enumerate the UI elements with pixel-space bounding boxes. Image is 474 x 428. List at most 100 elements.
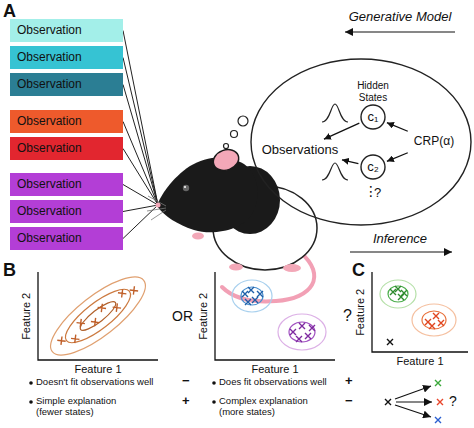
contour-ellipse — [58, 281, 137, 351]
panel-letter: C — [352, 260, 368, 281]
node-text: c₁ — [368, 110, 379, 125]
node-text: Observations — [262, 143, 339, 158]
node-text: Observation — [17, 115, 82, 129]
sensory-line — [123, 122, 158, 206]
score-sign: + — [345, 374, 359, 389]
rat-illustration — [147, 146, 317, 301]
observation-box: Observation — [10, 110, 123, 133]
state-circle-shape — [361, 155, 385, 179]
rat-whisker — [147, 208, 166, 211]
x-marker — [435, 417, 441, 423]
orange-cluster — [412, 304, 456, 336]
question-mark: ? — [449, 393, 463, 409]
sensory-line — [123, 149, 158, 206]
process-caption: Generative Model — [335, 10, 465, 25]
observation-box: Observation — [10, 137, 123, 160]
node-text: CRP(α) — [414, 135, 454, 149]
rat-ear — [210, 146, 241, 174]
bullet-text: Doesn't fit observations well — [36, 377, 180, 388]
contour-ellipse — [232, 280, 272, 312]
x-marker — [91, 318, 99, 326]
thought-bubble: Observationsc₁c₂CRP(α)Hidden States — [250, 58, 472, 226]
x-marker — [433, 313, 439, 319]
axis-label: Feature 2 — [197, 284, 210, 348]
score-sign: − — [182, 374, 196, 389]
new-observation-marker — [387, 339, 393, 345]
bubble-shape — [251, 59, 471, 225]
x-marker — [299, 323, 305, 329]
contour-ellipse — [380, 280, 416, 308]
node-text: c₂ — [367, 160, 379, 175]
state-arrow — [387, 153, 408, 162]
x-marker — [305, 333, 311, 339]
choice-arrow — [395, 405, 431, 417]
or-label: OR — [172, 308, 200, 324]
process-caption: Inference — [345, 232, 455, 247]
score-sign: + — [182, 394, 196, 409]
x-marker — [438, 320, 444, 326]
x-marker — [395, 286, 401, 292]
x-marker — [242, 291, 248, 297]
rat-whiskers — [147, 196, 166, 220]
direction-arrow — [345, 31, 455, 32]
thought-dots — [224, 116, 249, 149]
bullet-text: Simple explanation (fewer states) — [36, 396, 132, 418]
x-marker — [248, 287, 254, 293]
score-sign: − — [345, 394, 359, 409]
observation-box: Observation — [10, 227, 123, 250]
axis-label: Feature 2 — [20, 284, 33, 348]
node-text: Observation — [17, 178, 82, 192]
plot-axes — [215, 272, 335, 360]
x-marker — [98, 304, 106, 312]
x-marker — [290, 329, 296, 335]
rat-whisker — [148, 196, 166, 206]
state-arrow — [342, 160, 358, 164]
new-observation-marker — [385, 399, 391, 405]
bullet-dot — [212, 381, 216, 385]
plot-axes — [38, 272, 158, 360]
choice-arrow — [396, 401, 432, 402]
x-marker — [113, 303, 121, 311]
panel-letter: B — [3, 260, 19, 281]
node-text: Observation — [17, 232, 82, 246]
axis-label: Feature 1 — [243, 363, 307, 376]
plot-axes — [372, 272, 468, 352]
bullet-dot — [29, 400, 33, 404]
gaussian-curve — [322, 104, 348, 122]
rat-eye-glint — [184, 186, 186, 188]
question-mark: ? — [374, 186, 386, 201]
direction-arrow — [350, 251, 452, 252]
x-marker — [252, 297, 258, 303]
contour-ellipse — [412, 304, 456, 336]
prior-node: CRP(α) — [408, 132, 460, 152]
single-cluster — [40, 265, 156, 368]
x-marker — [257, 291, 263, 297]
contour-ellipse — [77, 298, 119, 335]
contour-ellipse — [422, 311, 446, 329]
contour-ellipse — [388, 286, 408, 302]
x-marker — [57, 337, 65, 345]
rat-foot — [283, 264, 301, 272]
axis-label: Feature 1 — [66, 363, 130, 376]
node-text: Observation — [17, 205, 82, 219]
ellipsis-mark: ⋮ — [364, 183, 374, 199]
sensory-line — [123, 58, 158, 206]
contour-ellipse — [241, 287, 263, 305]
x-marker — [296, 336, 302, 342]
x-marker — [245, 299, 251, 305]
state-arrow — [324, 123, 359, 139]
green-cluster — [380, 280, 416, 308]
rat-eye — [183, 185, 189, 191]
thought-dot — [231, 131, 238, 138]
rat-whisker — [151, 210, 166, 220]
hidden-state-circle: c₁ — [360, 104, 386, 130]
observations-node: Observations — [260, 140, 340, 160]
rat-head — [157, 157, 258, 232]
x-marker — [437, 399, 443, 405]
x-marker — [118, 289, 126, 297]
node-text: Observation — [17, 51, 82, 65]
node-text: Observation — [17, 78, 82, 92]
axis-label: Feature 2 — [354, 280, 367, 344]
